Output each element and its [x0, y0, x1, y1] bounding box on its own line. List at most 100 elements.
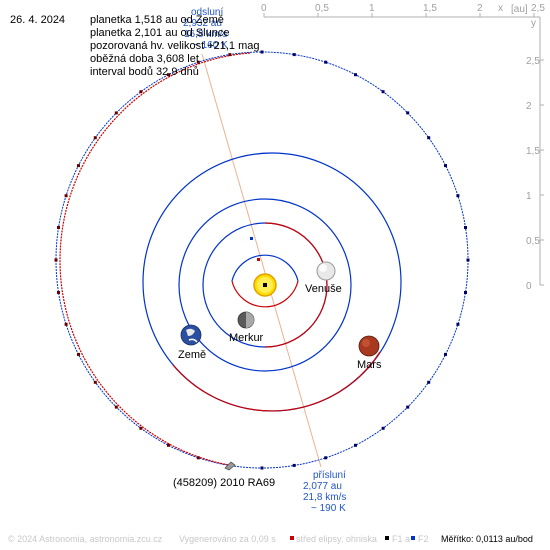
orbit-interval-point	[57, 291, 60, 294]
footer-copyright: © 2024 Astronomia, astronomia.zcu.cz	[8, 534, 163, 544]
orbit-interval-point	[464, 226, 467, 229]
orbit-interval-point	[464, 291, 467, 294]
earth-planet	[180, 324, 202, 346]
perihelion-speed: 21,8 km/s	[303, 492, 346, 503]
orbit-interval-point	[77, 352, 80, 356]
perihelion-title: přísluní	[313, 470, 346, 481]
mercury-label: Merkur	[229, 332, 264, 344]
orbit-interval-point	[354, 73, 357, 77]
x-tick-label: 1,5	[423, 3, 437, 14]
x-tick-label: 2	[477, 3, 483, 14]
orbit-interval-point	[167, 443, 170, 447]
orbit-interval-point	[77, 164, 80, 168]
venus-planet	[316, 261, 336, 281]
orbit-interval-point	[456, 322, 460, 326]
x-tick-label: 2,5	[531, 3, 545, 14]
info-magnitude: pozorovaná hv. velikost +21,1 mag	[90, 40, 259, 52]
ellipse-focus-marker	[250, 237, 253, 240]
orbit-interval-point	[54, 258, 58, 262]
orbit-interval-point	[456, 194, 460, 198]
asteroid-orbit-points	[54, 50, 470, 470]
y-tick-label: 0	[526, 281, 532, 292]
perihelion-temp: ~ 190 K	[311, 503, 346, 514]
orbit-interval-point	[114, 111, 118, 115]
orbit-interval-point	[324, 456, 328, 460]
asteroid-marker	[224, 461, 236, 471]
orbit-interval-point	[139, 426, 143, 430]
x-tick-label: 0	[261, 3, 267, 14]
info-interval: interval bodů 32,9 dnů	[90, 66, 199, 78]
orbit-interval-point	[292, 463, 296, 467]
mars-orbit-red	[172, 351, 381, 412]
legend-center-swatch	[290, 536, 294, 540]
x-tick-label: 1	[369, 3, 375, 14]
axis-unit-label: [au]	[511, 4, 528, 15]
orbit-interval-point	[381, 426, 385, 430]
mercury-orbit-blue	[231, 254, 299, 282]
orbit-interval-point	[196, 456, 200, 460]
orbit-interval-point	[381, 90, 385, 94]
orbit-interval-point	[228, 53, 232, 57]
orbit-interval-point	[57, 226, 60, 229]
orbit-interval-point	[444, 352, 447, 356]
info-block: planetka 1,518 au od Země planetka 2,101…	[90, 14, 259, 78]
orbit-interval-point	[93, 380, 97, 384]
orbit-interval-point	[64, 194, 68, 198]
y-tick-label: 2,5	[526, 56, 540, 67]
apsis-line	[201, 53, 322, 468]
perihelion-distance: 2,077 au	[303, 481, 342, 492]
aphelion-title: odsluní	[191, 7, 223, 18]
legend-f2-swatch	[411, 536, 415, 540]
orbit-interval-point	[64, 322, 68, 326]
legend-f1-text: F1 a	[392, 534, 410, 544]
axis-group: 0 0,5 1 1,5 2 2,5 2,5 2 1,5 1 0,5 0 x [au] y	[261, 3, 545, 292]
asteroid-orbit-red	[59, 52, 251, 467]
y-tick-label: 2	[526, 101, 532, 112]
perihelion-label: přísluní 2,077 au 21,8 km/s ~ 190 K	[303, 470, 346, 514]
footer-generated: Vygenerováno za 0,09 s	[179, 534, 276, 544]
orbit-interval-point	[114, 405, 118, 409]
orbit-interval-point	[292, 53, 296, 57]
legend-f1-swatch	[385, 536, 389, 540]
orbit-interval-point	[260, 50, 264, 54]
orbit-interval-point	[406, 405, 410, 409]
orbit-interval-point	[260, 466, 264, 470]
aphelion-label: odsluní 2,932 au 16,8 km/s ~ 160 K	[183, 7, 228, 51]
sun	[253, 273, 277, 297]
info-distance-sun: planetka 2,101 au od Slunce	[90, 27, 229, 39]
aphelion-speed: 16,8 km/s	[184, 29, 227, 40]
x-tick-label: 0,5	[315, 3, 329, 14]
earth-orbit	[178, 198, 352, 372]
venus-label: Venuše	[305, 283, 342, 295]
orbit-interval-point	[427, 136, 431, 140]
orbit-interval-point	[139, 90, 143, 94]
y-axis-label: y	[531, 18, 536, 29]
info-period: oběžná doba 3,608 let	[90, 53, 199, 65]
aphelion-distance: 2,932 au	[183, 18, 222, 29]
legend-center-text: střed elipsy, ohniska	[296, 534, 377, 544]
asteroid-label: (458209) 2010 RA69	[173, 477, 275, 489]
earth-label: Země	[178, 349, 206, 361]
mercury-planet	[237, 311, 255, 329]
orbit-interval-point	[406, 111, 410, 115]
info-distance-earth: planetka 1,518 au od Země	[90, 14, 224, 26]
aphelion-temp: ~ 160 K	[193, 40, 228, 51]
footer-scale: Měřítko: 0,0113 au/bod	[441, 534, 533, 544]
ellipse-center-marker	[257, 258, 260, 261]
y-tick-label: 1	[526, 191, 532, 202]
legend-f2-text: F2	[418, 534, 429, 544]
y-tick-label: 1,5	[526, 146, 540, 157]
x-ticks: 0 0,5 1 1,5 2 2,5	[261, 3, 545, 17]
mars-planet	[358, 335, 380, 357]
orbit-interval-point	[196, 60, 200, 64]
orbit-interval-point	[167, 73, 170, 77]
mars-label: Mars	[357, 359, 382, 371]
x-axis-label: x	[498, 3, 503, 14]
date-label: 26. 4. 2024	[10, 14, 65, 26]
y-ticks: 2,5 2 1,5 1 0,5 0	[526, 56, 544, 292]
venus-orbit-red	[264, 222, 328, 348]
footer: © 2024 Astronomia, astronomia.zcu.cz Vyg…	[8, 534, 533, 544]
y-tick-label: 0,5	[526, 236, 540, 247]
